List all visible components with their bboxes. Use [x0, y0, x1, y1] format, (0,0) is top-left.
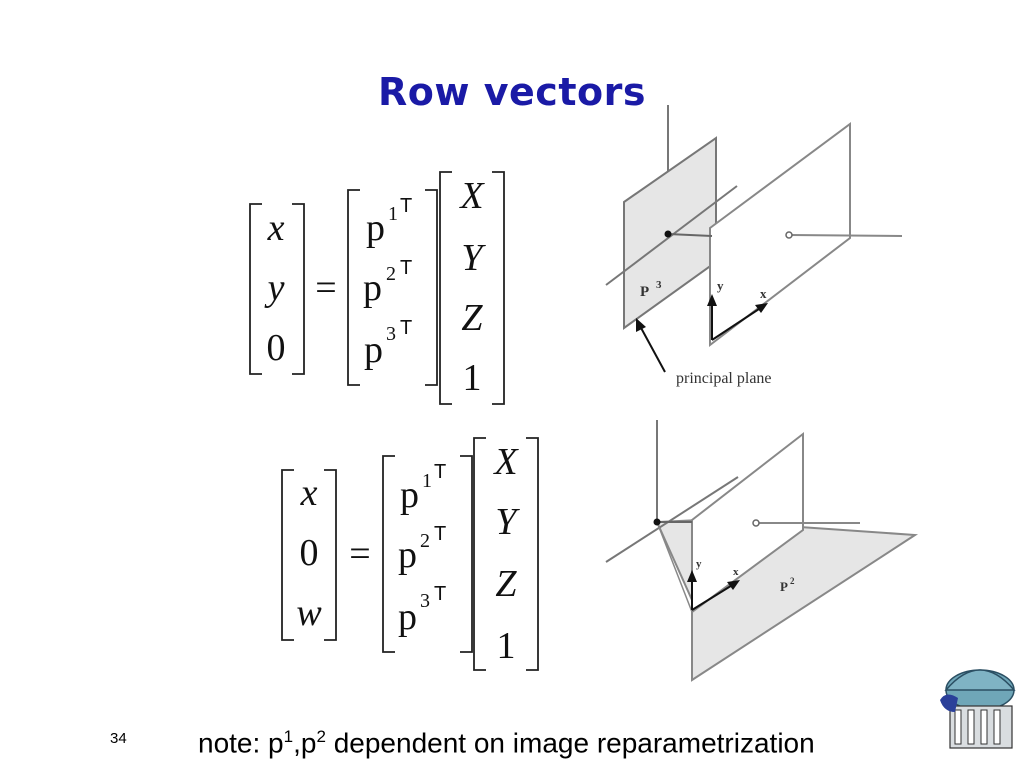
transpose-mark: T — [400, 257, 412, 279]
y-axis-label: y — [696, 558, 702, 570]
row-index: 3 — [420, 590, 430, 612]
camera-center — [653, 518, 661, 526]
vector-left-bracket — [439, 171, 452, 405]
slide-number: 34 — [110, 730, 127, 747]
vector-entry: 1 — [497, 625, 516, 667]
note-suffix: dependent on image reparametrization — [325, 727, 815, 759]
lhs-right-bracket — [292, 203, 305, 375]
note-prefix: note: p — [198, 727, 284, 759]
pmatrix-left-bracket — [347, 189, 360, 386]
slide-title: Row vectors — [378, 70, 646, 114]
x-arrowhead — [727, 580, 740, 590]
vector-entry: Z — [495, 563, 517, 605]
row-index: 1 — [388, 203, 398, 225]
lhs-entry: x — [300, 472, 318, 514]
row-vector-p: p — [398, 596, 417, 638]
row-vector-p: p — [398, 534, 417, 576]
old-well-logo — [940, 669, 1016, 749]
lhs-entry: y — [264, 267, 285, 309]
lhs-entry: 0 — [267, 327, 286, 369]
vector-entry: X — [458, 175, 485, 217]
vector-entry: 1 — [463, 357, 482, 399]
lhs-entry: w — [296, 592, 322, 634]
lhs-entry: x — [267, 207, 285, 249]
logo-dome-top — [944, 669, 1016, 691]
y-arrowhead — [687, 570, 697, 582]
lhs-left-bracket — [281, 469, 294, 641]
row-index: 2 — [386, 263, 396, 285]
x-axis-arrow — [691, 583, 735, 611]
pmatrix-right-bracket — [460, 455, 473, 653]
figure-caption: principal plane — [676, 370, 772, 387]
pmatrix-left-bracket — [382, 455, 395, 653]
transpose-mark: T — [434, 583, 446, 605]
row-vector-p: p — [364, 329, 383, 371]
plane-edge — [656, 521, 693, 613]
caption-arrowhead — [636, 318, 646, 332]
vector-right-bracket — [492, 171, 505, 405]
caption-pointer — [639, 325, 666, 373]
x-axis-label: x — [733, 566, 739, 578]
vector-entry: X — [492, 441, 519, 483]
slide-note: note: p1,p2 dependent on image reparamet… — [198, 727, 815, 759]
optical-axis — [667, 233, 713, 237]
figure-principal-plane: y x P 3 principal plane — [605, 105, 903, 387]
lhs-left-bracket — [249, 203, 262, 375]
row-index: 2 — [420, 530, 430, 552]
y-axis-label: y — [717, 278, 724, 293]
pmatrix-right-bracket — [425, 189, 438, 386]
note-sup-2: 2 — [316, 727, 326, 746]
transpose-mark: T — [400, 195, 412, 217]
vector-entry: Z — [461, 297, 483, 339]
vector-entry: Y — [461, 237, 486, 279]
logo-ribbon — [940, 694, 958, 712]
x-arrowhead — [755, 303, 768, 313]
camera-center — [664, 230, 672, 238]
plane-label-sup: 2 — [790, 576, 795, 586]
plane-label: P — [780, 579, 788, 594]
lhs-entry: 0 — [300, 532, 319, 574]
equation-bottom: x 0 w = p 1 T p 2 T p 3 T X Y Z 1 — [281, 437, 539, 671]
y-arrowhead — [707, 294, 717, 306]
row-index: 3 — [386, 323, 396, 345]
row-vector-p: p — [363, 267, 382, 309]
note-sup-1: 1 — [283, 727, 294, 746]
logo-column — [954, 709, 962, 745]
row-index: 1 — [422, 470, 432, 492]
transpose-mark: T — [434, 461, 446, 483]
plane-label-sup: 3 — [656, 279, 662, 291]
logo-column — [967, 709, 975, 745]
equals-sign: = — [315, 267, 336, 309]
principal-axis-line — [605, 476, 739, 563]
principal-point — [752, 519, 760, 527]
figure-plane-p2: y x P 2 — [605, 420, 919, 682]
principal-axis-line — [605, 185, 738, 286]
x-axis-label: x — [760, 286, 767, 301]
transpose-mark: T — [434, 523, 446, 545]
logo-column — [980, 709, 988, 745]
transpose-mark: T — [400, 317, 412, 339]
equals-sign: = — [349, 533, 370, 575]
plane-label: P — [640, 284, 649, 300]
lhs-right-bracket — [324, 469, 337, 641]
principal-point — [785, 231, 793, 239]
row-vector-p: p — [366, 207, 385, 249]
vector-entry: Y — [495, 501, 520, 543]
row-vector-p: p — [400, 474, 419, 516]
equation-top: x y 0 = p 1 T p 2 T p 3 T X Y Z 1 — [249, 171, 505, 405]
x-axis-arrow — [711, 306, 763, 341]
vector-left-bracket — [473, 437, 486, 671]
logo-column — [993, 709, 1001, 745]
optical-axis-front — [789, 234, 903, 237]
vector-right-bracket — [526, 437, 539, 671]
note-comma: ,p — [293, 727, 317, 759]
